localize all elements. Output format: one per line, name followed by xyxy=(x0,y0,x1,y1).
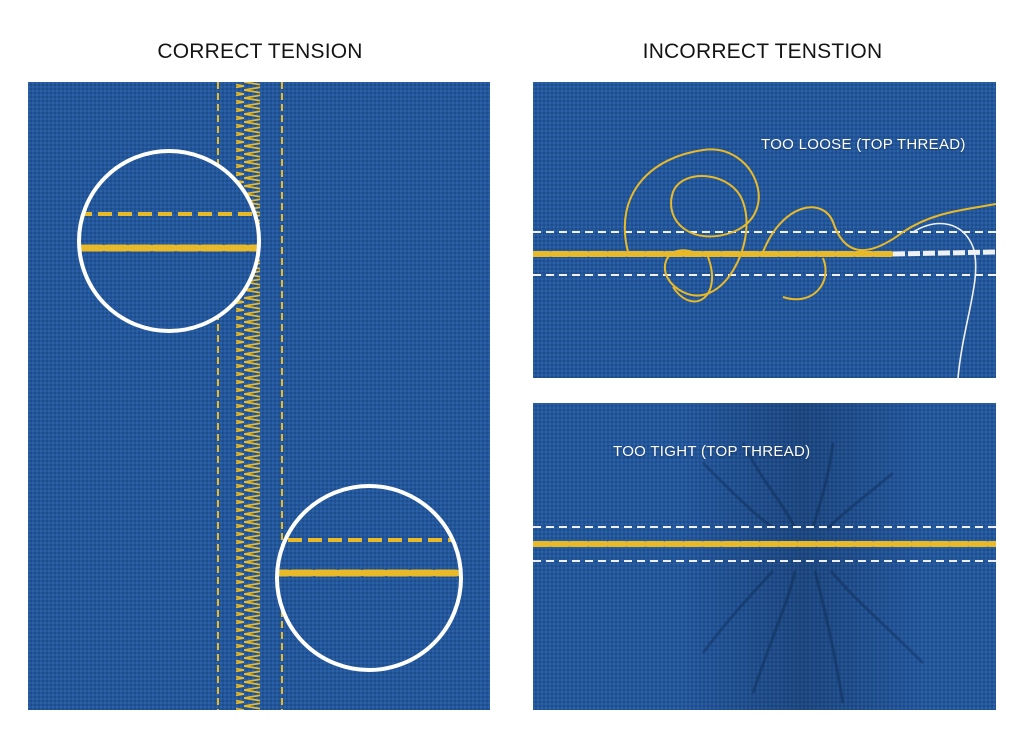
zigzag-stitch xyxy=(236,82,260,710)
magnifier-top xyxy=(79,151,259,331)
too-tight-photo: TOO TIGHT (TOP THREAD) xyxy=(533,403,996,710)
too-tight-label: TOO TIGHT (TOP THREAD) xyxy=(613,443,811,460)
magnifier-bottom xyxy=(277,486,461,670)
fabric-illustration xyxy=(28,82,490,710)
correct-tension-heading: CORRECT TENSION xyxy=(157,40,363,63)
fabric-illustration xyxy=(533,403,996,710)
too-loose-photo: TOO LOOSE (TOP THREAD) xyxy=(533,82,996,378)
incorrect-tension-heading: INCORRECT TENSTION xyxy=(642,40,883,63)
correct-tension-photo xyxy=(28,82,490,710)
loose-thread-loops xyxy=(623,148,996,303)
fabric-illustration xyxy=(533,82,996,378)
too-loose-label: TOO LOOSE (TOP THREAD) xyxy=(761,136,966,153)
